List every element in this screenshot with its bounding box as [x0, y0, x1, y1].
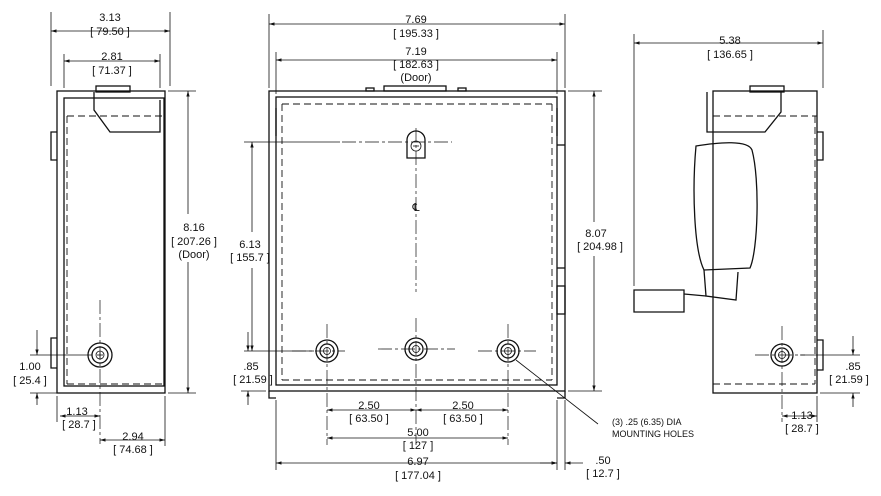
- dim-right-depth-mm: [ 136.65 ]: [707, 49, 753, 61]
- dim-front-hole-left-in: 2.50: [358, 400, 379, 412]
- dim-right-hole-bottom-mm: [ 21.59 ]: [829, 374, 869, 386]
- leader-line: [515, 359, 599, 425]
- operating-handle-lever: [633, 289, 685, 313]
- dim-front-hole-span-in: 6.13: [239, 239, 260, 251]
- front-top-tab-small: [365, 87, 375, 92]
- right-enclosure-outline: [712, 90, 818, 394]
- dim-side-depth-mm: [ 74.68 ]: [113, 444, 153, 456]
- side-view-right: [633, 85, 824, 422]
- dim-right-hole-offset-mm: [ 28.7 ]: [785, 423, 819, 435]
- front-dimensions: 7.69 [ 195.33 ] 7.19 [ 182.63 ] (Door) 6…: [230, 14, 694, 482]
- side-hinge: [50, 337, 57, 369]
- dim-front-hole-span-mm: [ 155.7 ]: [230, 252, 270, 264]
- dim-front-hole-bottom-mm: [ 21.59 ]: [233, 374, 273, 386]
- dim-side-hole-bottom-mm: [ 25.4 ]: [13, 375, 47, 387]
- dim-front-hole-right-in: 2.50: [452, 400, 473, 412]
- side-hinge: [50, 131, 57, 161]
- hole-note-line2: MOUNTING HOLES: [612, 429, 694, 439]
- front-top-tab: [383, 85, 447, 92]
- dim-front-width-mm: [ 195.33 ]: [393, 28, 439, 40]
- dim-front-base-width-mm: [ 177.04 ]: [395, 470, 441, 482]
- operating-handle-link: [683, 293, 707, 297]
- dim-side-door-height-in: 8.16: [183, 222, 204, 234]
- dim-side-hole-offset-mm: [ 28.7 ]: [62, 419, 96, 431]
- dim-side-depth-in: 2.94: [122, 431, 143, 443]
- dim-front-hole-bottom-in: .85: [243, 361, 258, 373]
- dim-right-hole-offset-in: 1.13: [791, 410, 812, 422]
- dim-front-door-width-note: (Door): [400, 72, 431, 84]
- dim-front-hole-left-mm: [ 63.50 ]: [349, 413, 389, 425]
- dim-front-hole-total-mm: [ 127 ]: [403, 440, 434, 452]
- front-latch: [556, 285, 566, 315]
- front-foot: [268, 391, 276, 399]
- dim-side-hole-offset-in: 1.13: [66, 406, 87, 418]
- dim-front-hole-right-mm: [ 63.50 ]: [443, 413, 483, 425]
- dim-front-height-mm: [ 204.98 ]: [577, 241, 623, 253]
- side-enclosure-outline: [56, 90, 166, 394]
- dim-side-inner-width-mm: [ 71.37 ]: [92, 65, 132, 77]
- hole-note-line1: (3) .25 (6.35) DIA: [612, 417, 682, 427]
- dim-side-door-height-mm: [ 207.26 ]: [171, 236, 217, 248]
- right-hinge: [817, 131, 824, 161]
- centerline-symbol: ℄: [411, 202, 419, 214]
- dim-side-width-mm: [ 79.50 ]: [90, 26, 130, 38]
- operating-handle-arm: [703, 269, 739, 301]
- dim-front-base-width-in: 6.97: [407, 456, 428, 468]
- side-door-panel: [63, 97, 165, 387]
- front-view: ℄: [268, 85, 566, 445]
- front-door-panel: [275, 96, 558, 386]
- dim-front-flange-in: .50: [595, 455, 610, 467]
- dim-front-door-width-in: 7.19: [405, 46, 426, 58]
- side-top-tab: [95, 85, 131, 93]
- right-handle-bracket: [706, 92, 782, 133]
- right-dimensions: 5.38 [ 136.65 ] .85 [ 21.59 ] 1.13 [ 28.…: [633, 30, 869, 435]
- operating-handle-grip: [693, 142, 758, 271]
- dim-side-hole-bottom-in: 1.00: [19, 361, 40, 373]
- dim-right-depth-in: 5.38: [719, 35, 740, 47]
- dim-side-width-in: 3.13: [99, 12, 120, 24]
- side-dimensions: 3.13 [ 79.50 ] 2.81 [ 71.37 ] 8.16 [ 207…: [13, 12, 217, 456]
- dim-front-hole-total-in: 5.00: [407, 427, 428, 439]
- side-view-left: [50, 85, 166, 444]
- dim-front-flange-mm: [ 12.7 ]: [586, 468, 620, 480]
- dim-front-height-in: 8.07: [585, 228, 606, 240]
- right-top-tab: [749, 85, 785, 93]
- dim-front-door-width-mm: [ 182.63 ]: [393, 59, 439, 71]
- side-handle-bracket: [93, 92, 161, 133]
- front-top-tab-small: [457, 87, 467, 92]
- dim-side-door-height-note: (Door): [178, 249, 209, 261]
- dim-side-inner-width-in: 2.81: [101, 51, 122, 63]
- dim-front-width-in: 7.69: [405, 14, 426, 26]
- dim-right-hole-bottom-in: .85: [845, 361, 860, 373]
